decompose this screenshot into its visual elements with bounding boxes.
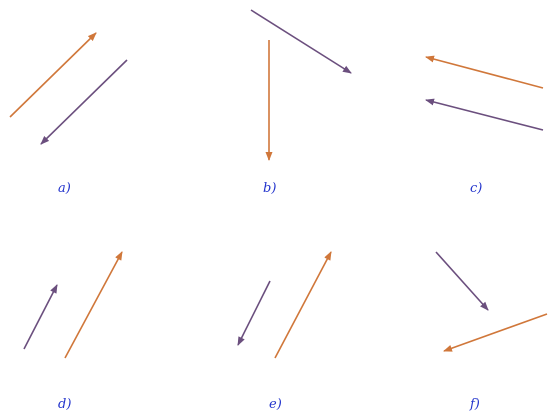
panel-label-d: d) bbox=[58, 397, 71, 412]
orange-arrow bbox=[64, 251, 123, 359]
panel-e: e) bbox=[237, 251, 332, 412]
panel-label-c: c) bbox=[470, 181, 482, 196]
purple-arrow bbox=[435, 251, 489, 311]
panel-label-a: a) bbox=[58, 181, 71, 196]
panel-label-f: f) bbox=[469, 397, 480, 412]
orange-arrow bbox=[9, 32, 97, 118]
panel-a: a) bbox=[9, 32, 128, 196]
panel-b: b) bbox=[250, 9, 352, 196]
panel-c: c) bbox=[425, 55, 544, 196]
orange-arrow bbox=[274, 251, 332, 359]
panel-label-e: e) bbox=[269, 397, 282, 412]
purple-arrow bbox=[250, 9, 352, 74]
orange-arrow bbox=[443, 313, 548, 352]
panel-f: f) bbox=[435, 251, 548, 412]
purple-arrow bbox=[425, 98, 544, 131]
purple-arrow bbox=[40, 59, 128, 145]
panel-label-b: b) bbox=[263, 181, 276, 196]
orange-arrow bbox=[425, 55, 544, 89]
panel-d: d) bbox=[23, 251, 123, 412]
purple-arrow bbox=[237, 280, 271, 346]
purple-arrow bbox=[23, 284, 58, 350]
